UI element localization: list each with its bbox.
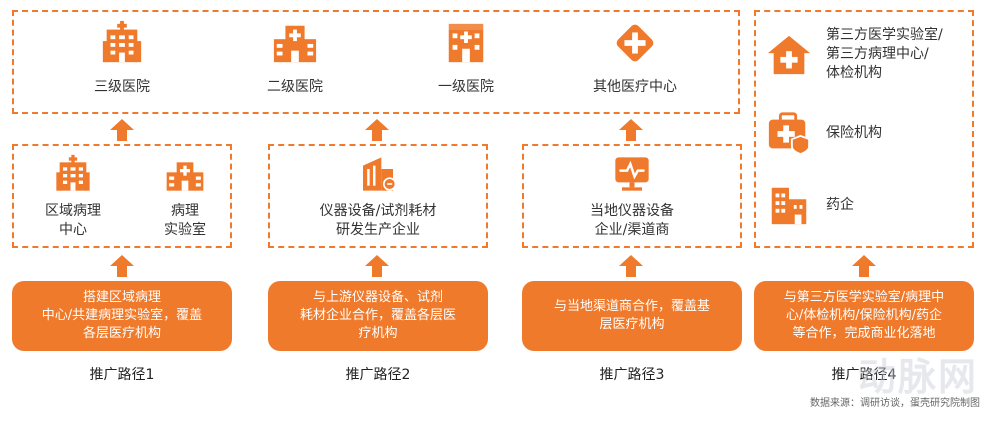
path1-label: 推广路径1 [89,367,155,383]
house-cross-icon [766,32,812,78]
path3-label: 推广路径3 [599,367,665,383]
up-arrow-icon [619,119,643,141]
path2-box [268,144,488,248]
institution-tier2-hospital: 二级医院 [245,20,345,97]
medical-bag-shield-icon [766,110,812,156]
path2-strategy-pill: 与上游仪器设备、试剂 耗材企业合作，覆盖各层医 疗机构 [268,281,488,351]
up-arrow-icon [110,119,134,141]
path2-equipment-reagent-maker: 仪器设备/试剂耗材 研发生产企业 [278,154,478,240]
path1-pathology-lab: 病理 实验室 [140,154,230,240]
path1-regional-pathology-center: 区域病理 中心 [28,154,118,240]
institution-other-medical-center: 其他医疗中心 [570,20,700,97]
factory-icon [358,154,398,194]
medical-cross-diamond-icon [612,20,658,66]
partner-third-party-lab: 第三方医学实验室/ 第三方病理中心/ 体检机构 [766,26,943,83]
lab-building-icon [165,154,205,194]
path4-label: 推广路径4 [831,367,897,383]
up-arrow-icon [852,255,876,277]
monitor-pulse-icon [612,154,652,194]
path2-label: 推广路径2 [345,367,411,383]
institution-tier1-hospital: 一级医院 [416,20,516,97]
node-label: 当地仪器设备 企业/渠道商 [590,203,674,238]
path3-strategy-pill: 与当地渠道商合作，覆盖基 层医疗机构 [522,281,742,351]
path4-partners-box [754,10,974,248]
hospital-cross-icon [272,20,318,66]
up-arrow-icon [619,255,643,277]
institution-label: 二级医院 [267,79,323,95]
institution-tier3-hospital: 三级医院 [72,20,172,97]
path3-local-distributor: 当地仪器设备 企业/渠道商 [532,154,732,240]
partner-pharma: 药企 [766,182,854,228]
up-arrow-icon [110,255,134,277]
partner-label: 药企 [826,196,854,213]
institution-label: 三级医院 [94,79,150,95]
top-institutions-box [12,10,740,114]
watermark: 动脉网 [857,355,978,399]
partner-insurance: 保险机构 [766,110,882,156]
node-label: 区域病理 中心 [45,203,101,238]
path3-box [522,144,742,248]
path4-strategy-pill: 与第三方医学实验室/病理中 心/体检机构/保险机构/药企 等合作，完成商业化落地 [754,281,974,351]
up-arrow-icon [365,255,389,277]
clinic-building-icon [443,20,489,66]
up-arrow-icon [365,119,389,141]
source-note: 数据来源：调研访谈，蛋壳研究院制图 [810,398,980,409]
hospital-building-icon [53,154,93,194]
node-label: 病理 实验室 [164,203,206,238]
hospital-building-icon [99,20,145,66]
partner-label: 第三方医学实验室/ 第三方病理中心/ 体检机构 [826,27,943,81]
path1-box [12,144,232,248]
partner-label: 保险机构 [826,124,882,141]
pharma-building-icon [766,182,812,228]
path1-strategy-pill: 搭建区域病理 中心/共建病理实验室，覆盖 各层医疗机构 [12,281,232,351]
node-label: 仪器设备/试剂耗材 研发生产企业 [319,203,437,238]
institution-label: 一级医院 [438,79,494,95]
institution-label: 其他医疗中心 [593,79,677,95]
